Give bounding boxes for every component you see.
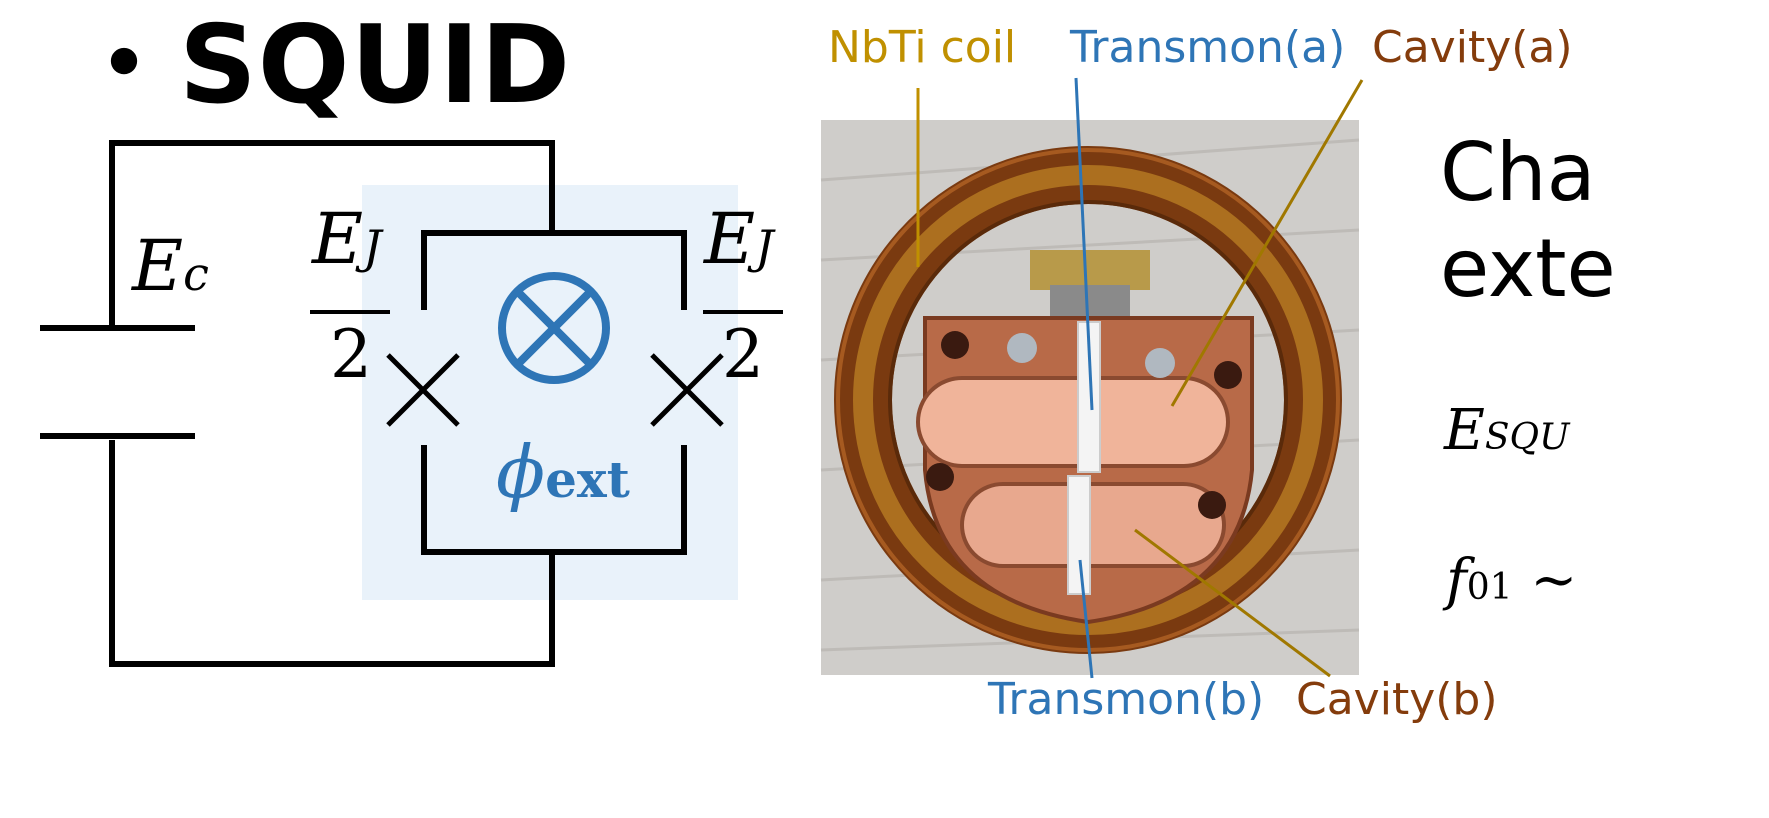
right-equation-energy: ESQU bbox=[1444, 398, 1569, 463]
cavity-b-label: Cavity(b) bbox=[1296, 674, 1498, 725]
transmon-b-label: Transmon(b) bbox=[988, 674, 1265, 725]
ej-right-sub: J bbox=[755, 220, 774, 274]
ec-label: Ec bbox=[132, 225, 209, 307]
slide-title: ・SQUID bbox=[70, 3, 572, 128]
eq1-main: E bbox=[1444, 398, 1485, 463]
wire-top bbox=[109, 140, 555, 328]
eq2-sub: 01 bbox=[1466, 567, 1513, 608]
ec-main: E bbox=[132, 225, 184, 307]
cavity-a-chamber bbox=[916, 376, 1230, 468]
ej-right-denominator: 2 bbox=[722, 316, 764, 393]
cavity-b-chamber bbox=[960, 482, 1226, 568]
circuit-wires bbox=[40, 140, 687, 667]
cavity-holes bbox=[926, 331, 1242, 519]
cavity-a-label: Cavity(a) bbox=[1372, 22, 1573, 73]
phi-subscript: ext bbox=[545, 450, 630, 509]
right-text-line1: Cha bbox=[1440, 126, 1596, 219]
nbti-coil-label: NbTi coil bbox=[828, 22, 1017, 73]
eq2-rest: ~ bbox=[1512, 548, 1578, 613]
squid-loop-bottom bbox=[421, 445, 687, 555]
phi-symbol: ϕ bbox=[496, 430, 546, 514]
cavity-screws bbox=[1007, 333, 1175, 378]
ej-left-main: E bbox=[312, 198, 364, 280]
phi-ext-label: ϕext bbox=[496, 430, 630, 514]
ej-right-numerator: EJ bbox=[704, 198, 774, 280]
connector-block bbox=[1030, 250, 1150, 290]
ej-left-sub: J bbox=[363, 220, 382, 274]
cavity-b-pointer bbox=[1134, 528, 1331, 678]
right-text-line2: exte bbox=[1440, 222, 1616, 315]
junction-right-icon bbox=[650, 353, 724, 427]
right-equation-frequency: f01 ~ bbox=[1446, 548, 1577, 613]
ej-left-numerator: EJ bbox=[312, 198, 382, 280]
transmon-b-pointer bbox=[1078, 559, 1094, 679]
eq1-sub: SQU bbox=[1484, 417, 1570, 458]
ej-left-denominator: 2 bbox=[330, 316, 372, 393]
cavity-a-pointer bbox=[1170, 79, 1364, 407]
squid-loop-top bbox=[421, 230, 687, 310]
flux-into-page-icon bbox=[498, 272, 610, 384]
junction-left-icon bbox=[386, 353, 460, 427]
transmon-a-pointer bbox=[1074, 77, 1094, 411]
wire-bottom bbox=[109, 440, 555, 667]
ec-sub: c bbox=[183, 247, 209, 301]
ej-right-main: E bbox=[704, 198, 756, 280]
transmon-a-label: Transmon(a) bbox=[1070, 22, 1346, 73]
transmon-b-chip bbox=[1067, 475, 1091, 595]
eq2-main: f bbox=[1446, 548, 1467, 613]
